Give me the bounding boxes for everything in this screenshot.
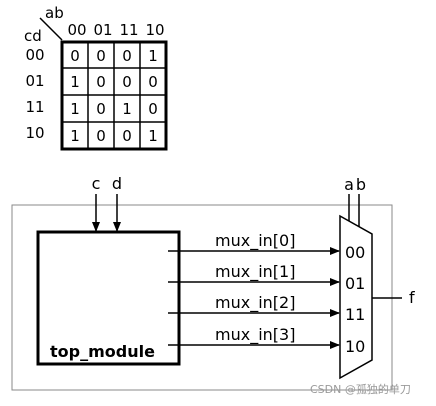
circuit: top_module c d mux_in[0] mux_in[1] mux_i… [11, 174, 415, 391]
kmap-cell: 1 [148, 127, 158, 145]
mux-symbol [339, 214, 373, 380]
kmap-grid [60, 40, 168, 151]
wire-label-mux-in-0: mux_in[0] [215, 231, 295, 251]
kmap-cell: 0 [122, 127, 132, 145]
kmap-cell: 0 [122, 73, 132, 91]
wire-label-mux-in-1: mux_in[1] [215, 262, 295, 282]
kmap-row-label: 01 [25, 72, 44, 90]
top-module-label: top_module [50, 342, 155, 361]
kmap-cell: 1 [148, 47, 158, 65]
output-label-f: f [409, 288, 415, 307]
watermark: CSDN @孤独的单刀 [310, 382, 411, 396]
kmap-row-var: cd [24, 27, 42, 45]
kmap-cell: 0 [70, 47, 80, 65]
kmap-col-labels: 00 01 11 10 [67, 21, 164, 39]
karnaugh-map: ab cd 00 01 11 10 00 01 11 10 0 0 0 [24, 4, 168, 151]
kmap-cells: 0 0 0 1 1 0 0 0 1 0 1 0 1 0 0 1 [70, 47, 158, 145]
kmap-cell: 0 [96, 100, 106, 118]
kmap-row-labels: 00 01 11 10 [25, 46, 44, 142]
kmap-col-label: 10 [145, 21, 164, 39]
mux-port-label: 10 [345, 337, 365, 356]
kmap-col-label: 01 [93, 21, 112, 39]
kmap-cell: 1 [70, 100, 80, 118]
mux-port-label: 00 [345, 243, 365, 262]
wire-label-mux-in-3: mux_in[3] [215, 325, 295, 345]
kmap-row-label: 11 [25, 98, 44, 116]
select-label-b: b [356, 175, 366, 194]
top-module-block [36, 230, 181, 366]
kmap-col-label: 00 [67, 21, 86, 39]
kmap-cell: 1 [70, 127, 80, 145]
kmap-cell: 0 [148, 100, 158, 118]
select-label-a: a [344, 175, 354, 194]
input-label-c: c [92, 174, 101, 193]
kmap-corner-diagonal [39, 17, 63, 41]
mux-port-label: 11 [345, 305, 365, 324]
mux-input-wires: mux_in[0] mux_in[1] mux_in[2] mux_in[3] [168, 231, 340, 349]
kmap-col-var: ab [45, 4, 64, 22]
kmap-row-label: 00 [25, 46, 44, 64]
wire-label-mux-in-2: mux_in[2] [215, 293, 295, 313]
input-label-d: d [112, 174, 122, 193]
kmap-cell: 1 [70, 73, 80, 91]
kmap-col-label: 11 [119, 21, 138, 39]
kmap-cell: 0 [148, 73, 158, 91]
kmap-row-label: 10 [25, 124, 44, 142]
mux-port-label: 01 [345, 274, 365, 293]
kmap-cell: 0 [96, 127, 106, 145]
kmap-cell: 0 [122, 47, 132, 65]
kmap-cell: 1 [122, 100, 132, 118]
kmap-cell: 0 [96, 73, 106, 91]
kmap-cell: 0 [96, 47, 106, 65]
